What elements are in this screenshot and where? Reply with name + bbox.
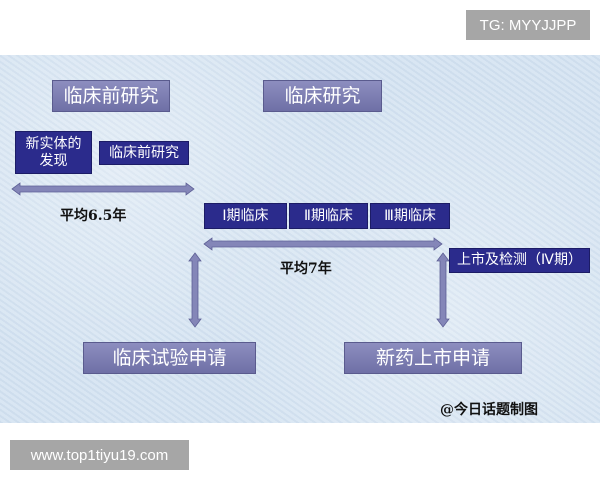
watermark-bottom: www.top1tiyu19.com (10, 440, 189, 470)
phase-1-box: Ⅰ期临床 (204, 203, 287, 229)
double-arrow-vertical-right-icon (436, 252, 450, 328)
double-arrow-preclinical-icon (11, 182, 195, 196)
step-preclinical: 临床前研究 (99, 141, 189, 165)
duration-preclinical: 平均6.5年 (60, 208, 127, 224)
phase-3-box: Ⅲ期临床 (370, 203, 450, 229)
duration-clinical: 平均7年 (280, 261, 332, 277)
credit-label: @今日话题制图 (440, 402, 538, 418)
double-arrow-clinical-icon (203, 237, 443, 251)
double-arrow-vertical-left-icon (188, 252, 202, 328)
application-ind: 临床试验申请 (83, 342, 256, 374)
stage-header-clinical: 临床研究 (263, 80, 382, 112)
post-market-box: 上市及检测（Ⅳ期） (449, 248, 590, 273)
phase-2-box: Ⅱ期临床 (289, 203, 368, 229)
step-discovery: 新实体的 发现 (15, 131, 92, 174)
watermark-top: TG: MYYJJPP (466, 10, 590, 40)
step-discovery-line1: 新实体的 (25, 135, 82, 152)
step-discovery-line2: 发现 (39, 152, 68, 169)
stage-header-preclinical: 临床前研究 (52, 80, 170, 112)
application-nda: 新药上市申请 (344, 342, 522, 374)
